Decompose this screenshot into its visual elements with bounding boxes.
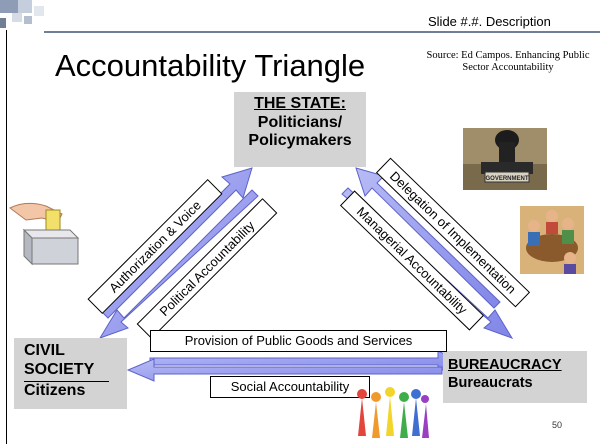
arrow-civil-to-state [101, 167, 253, 319]
bureau-heading: BUREAUCRACY [448, 357, 562, 373]
svg-text:GOVERNMENT: GOVERNMENT [485, 176, 528, 182]
arrow-state-to-civil [98, 189, 259, 339]
ballot-box-image [9, 202, 80, 266]
civil-line1: CIVIL [24, 342, 65, 359]
label-provision: Provision of Public Goods and Services [150, 330, 447, 352]
state-heading: THE STATE: [254, 95, 346, 112]
arrow-bureau-to-state [355, 167, 501, 309]
source-citation: Source: Ed Campos. Enhancing Public Sect… [426, 50, 590, 73]
slide-description: Slide #.#. Description [428, 14, 551, 29]
government-stamp-image: GOVERNMENT [463, 128, 547, 190]
bureau-subtitle: Bureaucrats [448, 375, 533, 391]
header-rule [44, 31, 600, 33]
bureaucracy-node: BUREAUCRACY Bureaucrats [443, 351, 587, 403]
slide-title: Accountability Triangle [55, 48, 366, 83]
state-node: THE STATE: Politicians/ Policymakers [234, 92, 366, 167]
civil-line2: SOCIETY [24, 361, 95, 378]
left-border-line [6, 30, 7, 444]
corner-decoration [0, 0, 44, 28]
people-image [357, 387, 429, 438]
meeting-image [520, 206, 584, 274]
civil-line3: Citizens [24, 381, 109, 400]
page-number: 50 [552, 420, 563, 430]
state-line1: Politicians/ [257, 114, 343, 131]
arrow-bureau-to-civil [126, 358, 443, 382]
label-social-accountability: Social Accountability [210, 376, 370, 398]
civil-society-node: CIVIL SOCIETY Citizens [14, 338, 127, 409]
state-line2: Policymakers [248, 132, 352, 149]
